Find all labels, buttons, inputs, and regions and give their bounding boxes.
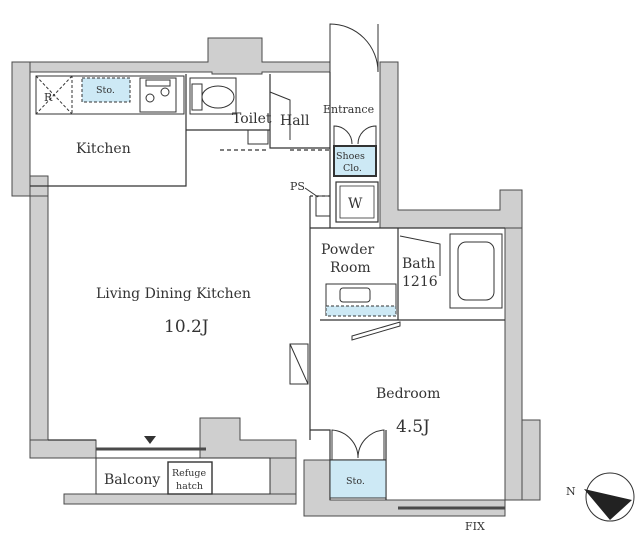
ldk-sliding-door-diag <box>289 343 309 385</box>
washer-outer <box>335 181 379 223</box>
fix-label: FIX <box>465 520 485 533</box>
burner-1 <box>145 93 155 103</box>
toilet-label: Toilet <box>232 111 272 127</box>
shoes-label-1: Shoes <box>336 151 365 162</box>
kitchen-label: Kitchen <box>76 141 131 157</box>
stove <box>139 77 177 113</box>
kitchen-partition <box>30 74 187 187</box>
compass: N <box>566 472 635 522</box>
entry-marker-triangle <box>144 436 156 444</box>
toilet-frame <box>189 77 237 115</box>
powder-label-1: Powder <box>321 242 375 258</box>
bath-label-2: 1216 <box>402 274 438 290</box>
shoes-closet <box>333 145 377 177</box>
bedroom-door-leaf <box>351 321 401 341</box>
vanity-storage <box>325 305 397 317</box>
fridge-space <box>35 75 73 115</box>
compass-arrow <box>584 489 632 520</box>
fridge-label: R <box>44 91 53 104</box>
ldk-label: Living Dining Kitchen <box>96 286 251 302</box>
toilet-bowl <box>201 85 235 109</box>
entrance-label: Entrance <box>323 103 374 116</box>
bathtub-inner <box>457 241 495 301</box>
wall-left <box>11 61 69 459</box>
wall-bottom-left <box>29 439 97 459</box>
refuge-label-2: hatch <box>176 481 203 492</box>
washer-fixture <box>335 181 379 223</box>
refuge-hatch <box>167 461 213 495</box>
balcony <box>95 457 271 495</box>
toilet-hall-wall <box>269 74 330 149</box>
balcony-rail <box>63 493 297 505</box>
fridge-x2 <box>35 75 73 115</box>
bed-storage-door-left <box>331 429 359 460</box>
entrance-door <box>329 23 379 73</box>
shoes-doors <box>333 125 377 146</box>
toilet-fixtures <box>189 77 291 145</box>
shoes-door-right <box>357 125 377 146</box>
ps-label: PS <box>290 180 305 193</box>
entrance-door-swing <box>329 23 379 73</box>
bathtub <box>449 233 503 309</box>
wall-bottom-mid <box>199 417 297 459</box>
refuge-label-1: Refuge <box>172 468 206 479</box>
stove-panel <box>145 79 171 87</box>
hall-label: Hall <box>280 113 310 129</box>
compass-circle <box>585 472 635 522</box>
exterior-walls <box>11 37 541 517</box>
powder-sink <box>339 287 371 303</box>
burner-2 <box>160 87 170 97</box>
ps-box <box>315 195 331 217</box>
compass-north-label: N <box>566 485 576 498</box>
ps-leader <box>304 187 319 198</box>
bed-storage-label: Sto. <box>346 476 365 487</box>
balcony-label: Balcony <box>104 472 160 488</box>
powder-fixtures <box>325 283 397 317</box>
kitchen-fixtures <box>35 75 185 115</box>
powder-label-2: Room <box>330 260 371 276</box>
kitchen-storage-label: Sto. <box>96 85 115 96</box>
toilet-sink <box>247 129 269 145</box>
bed-storage <box>329 459 387 499</box>
ldk-size-label: 10.2J <box>164 317 209 337</box>
wall-right-column <box>504 227 523 501</box>
shoes-door-left <box>333 125 353 146</box>
bedroom-size-label: 4.5J <box>396 417 430 437</box>
bath-door <box>399 235 441 276</box>
bedroom-label: Bedroom <box>376 386 440 402</box>
wall-balcony-right <box>269 457 297 495</box>
bed-storage-doors <box>331 429 385 460</box>
wall-joints <box>96 447 505 510</box>
toilet-tank <box>191 83 203 111</box>
bath-fixtures <box>399 233 503 309</box>
bath-label-1: Bath <box>402 256 435 272</box>
wall-top-left <box>11 37 331 197</box>
interior-walls <box>30 72 505 500</box>
toilet-door <box>269 91 291 140</box>
kitchen-storage-box <box>81 77 131 103</box>
washer-inner <box>339 185 375 219</box>
bedroom-door <box>351 321 401 341</box>
shoes-label-2: Clo. <box>343 163 362 174</box>
washer-label: W <box>348 196 363 212</box>
kitchen-counter <box>35 75 185 115</box>
bed-storage-door-right <box>357 429 385 460</box>
